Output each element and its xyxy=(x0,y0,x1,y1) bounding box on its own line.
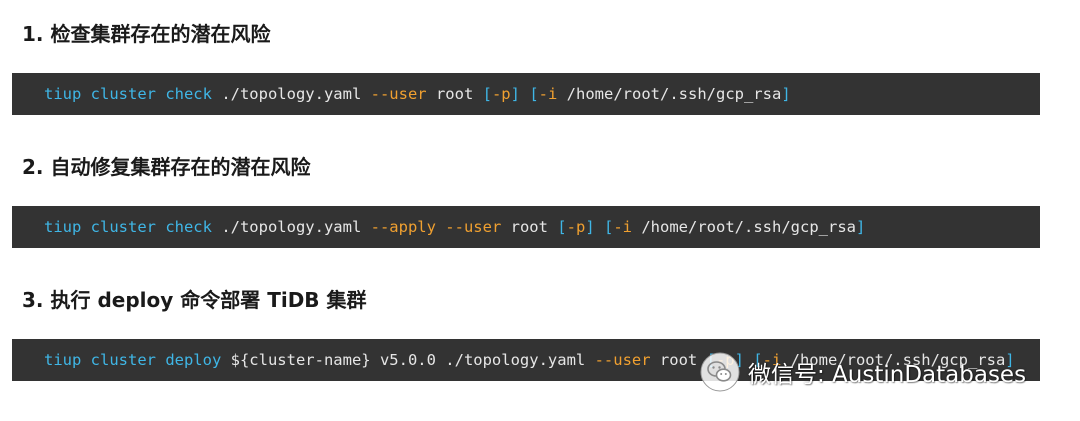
command-token: root xyxy=(501,218,558,236)
section-2-heading: 2. 自动修复集群存在的潜在风险 xyxy=(22,155,311,179)
watermark-text: 微信号: AustinDatabases xyxy=(748,362,1027,388)
command-token: --apply xyxy=(370,218,436,236)
command-token: [ xyxy=(604,218,614,236)
command-token: ] xyxy=(585,218,595,236)
watermark: 微信号: AustinDatabases xyxy=(700,352,1026,392)
command-token: tiup cluster check xyxy=(44,85,212,103)
command-token: tiup cluster deploy xyxy=(44,351,222,369)
command-token: --user xyxy=(445,218,502,236)
command-token: tiup cluster check xyxy=(44,218,212,236)
command-token: -p xyxy=(491,85,511,103)
command-token: /home/root/.ssh/gcp_rsa xyxy=(632,218,856,236)
command-token: ] xyxy=(855,218,866,236)
command-token: ./topology.yaml xyxy=(211,85,371,103)
code-block-3: tiup cluster deploy ${cluster-name} v5.0… xyxy=(12,339,1040,381)
command-token: [ xyxy=(557,218,567,236)
code-block-2: tiup cluster check ./topology.yaml --app… xyxy=(12,206,1040,248)
section-1-heading: 1. 检查集群存在的潜在风险 xyxy=(22,22,271,46)
command-token: [ xyxy=(529,85,539,103)
command-token: root xyxy=(426,85,483,103)
command-token: ] xyxy=(510,85,520,103)
command-token: -i xyxy=(762,351,782,369)
command-token: -i xyxy=(538,85,558,103)
code-block-1: tiup cluster check ./topology.yaml --use… xyxy=(12,73,1040,115)
command-token xyxy=(595,218,604,236)
command-token: ] xyxy=(781,85,791,103)
command-token xyxy=(520,85,529,103)
command-token: --user xyxy=(370,85,427,103)
command-token: ] xyxy=(734,351,744,369)
command-token: /home/root/.ssh/gcp_rsa xyxy=(781,351,1006,369)
command-token: /home/root/.ssh/gcp_rsa xyxy=(557,85,782,103)
wechat-icon xyxy=(700,352,740,392)
command-token: [ xyxy=(753,351,763,369)
command-token: -p xyxy=(566,218,586,236)
command-token: ./topology.yaml xyxy=(211,218,371,236)
section-3-heading: 3. 执行 deploy 命令部署 TiDB 集群 xyxy=(22,288,367,312)
command-token: ] xyxy=(1005,351,1015,369)
command-token: root xyxy=(650,351,707,369)
command-token: --user xyxy=(594,351,651,369)
command-token: ${cluster-name} v5.0.0 ./topology.yaml xyxy=(221,351,595,369)
command-token: [ xyxy=(482,85,492,103)
command-token xyxy=(436,218,445,236)
command-token: -i xyxy=(613,218,633,236)
